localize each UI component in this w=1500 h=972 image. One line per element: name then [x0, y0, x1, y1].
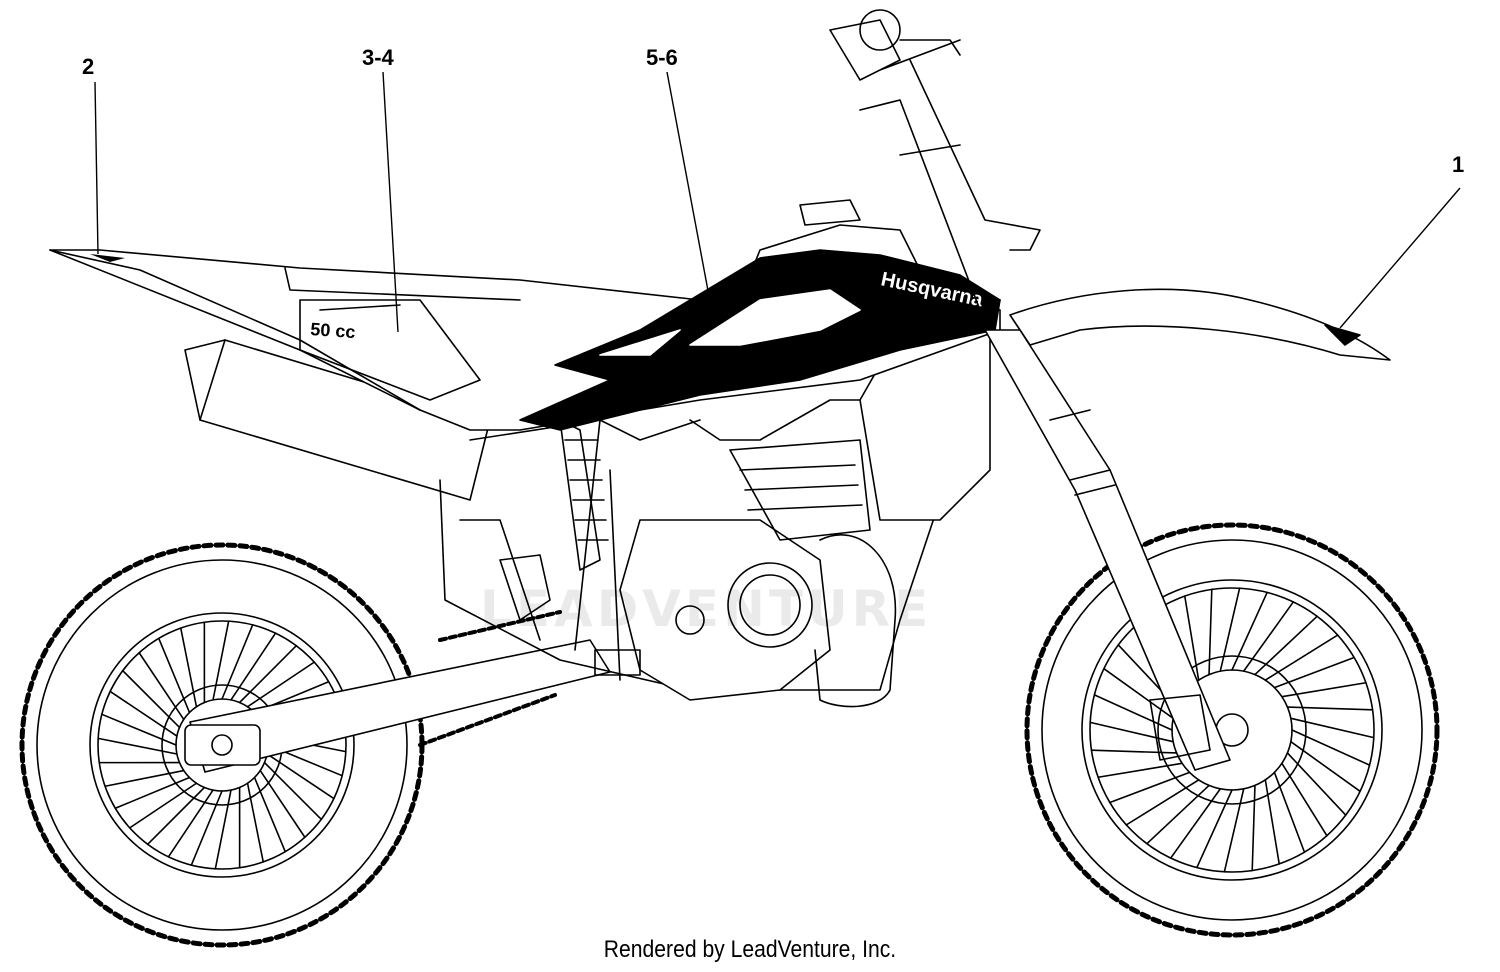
rear-fender-decal-mark — [90, 254, 125, 262]
spoke — [138, 651, 185, 721]
leader-lines — [94, 71, 1461, 333]
spoke — [1183, 595, 1200, 681]
front-fender — [1009, 288, 1391, 361]
spoke — [1273, 656, 1355, 689]
spoke — [246, 661, 316, 708]
watermark: LEADVENTURE — [480, 580, 933, 638]
spoke — [146, 786, 206, 846]
spoke — [128, 782, 198, 829]
spoke — [1242, 601, 1295, 672]
frame — [439, 299, 1001, 691]
spoke — [101, 713, 177, 746]
side-cover-displacement-text: 50 cc — [310, 319, 356, 342]
spoke — [109, 690, 178, 737]
spoke — [1290, 717, 1375, 739]
spoke — [214, 789, 232, 870]
spoke — [104, 769, 185, 788]
spoke — [212, 620, 230, 701]
spoke — [266, 753, 335, 800]
spoke — [1103, 667, 1174, 720]
callout-label-tank-shroud: 5-6 — [646, 45, 678, 70]
spoke — [1097, 762, 1183, 779]
spoke — [246, 782, 265, 863]
spoke — [190, 790, 223, 866]
exhaust-silencer — [184, 339, 491, 501]
spoke — [1291, 729, 1371, 766]
side-number-plate — [299, 299, 481, 401]
spoke — [1093, 694, 1173, 731]
spoke — [1254, 615, 1318, 676]
spoke — [230, 632, 277, 701]
spoke — [1089, 721, 1174, 743]
spoke — [1273, 771, 1306, 853]
footer-credit: Rendered by LeadVenture, Inc. — [603, 936, 897, 963]
spoke — [1231, 591, 1268, 671]
callout-label-side-cover: 3-4 — [362, 45, 394, 70]
spoke — [259, 769, 306, 839]
spoke — [1169, 788, 1222, 859]
spoke — [1146, 784, 1210, 845]
spoke — [1264, 634, 1339, 681]
spoke — [238, 644, 298, 704]
coolant-pipe — [814, 534, 897, 708]
spoke — [1196, 789, 1233, 869]
rear-shock — [559, 419, 601, 571]
spoke — [1281, 681, 1367, 698]
front-forks — [984, 329, 1231, 771]
fuel-cap — [799, 199, 861, 226]
spoke — [1219, 587, 1241, 672]
spoke — [263, 761, 323, 821]
spoke — [1090, 749, 1178, 754]
callout-label-front-fender: 1 — [1452, 152, 1465, 177]
spoke — [157, 637, 191, 714]
spoke — [179, 627, 198, 708]
spoke — [253, 776, 287, 853]
spoke — [1264, 779, 1281, 865]
spoke — [1109, 771, 1191, 804]
spoke — [121, 669, 181, 729]
engine — [619, 439, 871, 701]
spoke — [97, 737, 178, 755]
spoke — [1251, 784, 1256, 872]
spoke — [1286, 752, 1347, 816]
spoke — [221, 624, 254, 700]
spoke — [1281, 762, 1328, 837]
chain — [418, 610, 562, 747]
spoke — [167, 789, 214, 858]
spoke — [1290, 740, 1361, 793]
spoke — [1223, 788, 1245, 873]
spoke — [114, 776, 191, 810]
spoke — [1125, 779, 1200, 826]
callout-label-rear-fender: 2 — [82, 54, 95, 79]
spoke — [1208, 588, 1213, 676]
spoke — [1286, 706, 1374, 711]
front-wheel — [1024, 522, 1440, 938]
handlebar — [829, 19, 981, 311]
